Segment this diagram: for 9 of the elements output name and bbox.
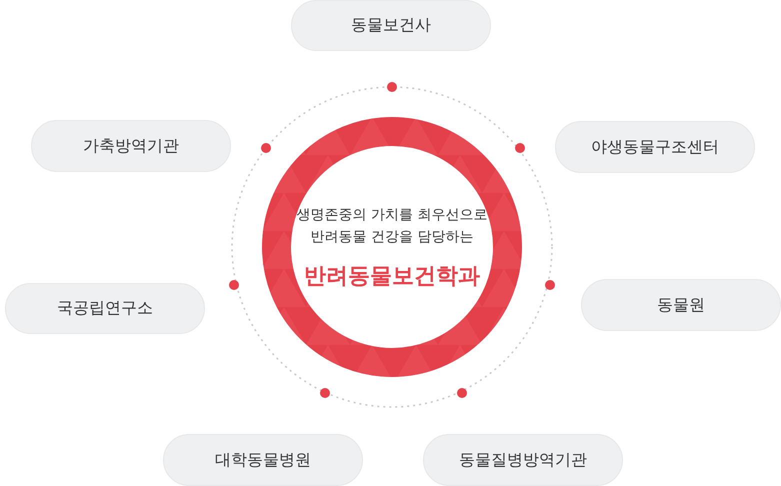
pill-label: 동물보건사 xyxy=(291,0,491,51)
pill-label: 가축방역기관 xyxy=(31,120,231,172)
subtitle-text: 생명존중의 가치를 최우선으로 반려동물 건강을 담당하는 xyxy=(296,206,488,247)
pill-label: 동물질병방역기관 xyxy=(423,434,623,486)
pill-label: 동물원 xyxy=(581,279,781,331)
pill-label: 야생동물구조센터 xyxy=(555,121,755,173)
department-title: 반려동물보건학과 xyxy=(304,263,480,291)
pill-label: 대학동물병원 xyxy=(163,434,363,486)
pill-label: 국공립연구소 xyxy=(5,283,205,334)
